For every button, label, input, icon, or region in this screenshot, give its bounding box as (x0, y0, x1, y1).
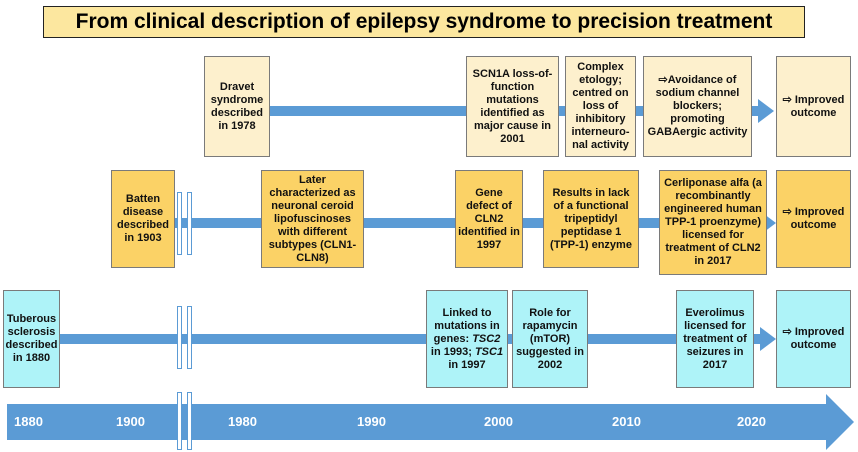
timeline-arrow-shaft (7, 404, 826, 440)
year-label-2000: 2000 (484, 414, 513, 429)
tpp1-enzyme-box: Results in lack of a functional tripepti… (543, 170, 639, 268)
year-label-1980: 1980 (228, 414, 257, 429)
complex-etiology-box: Complex etology; centred on loss of inhi… (565, 56, 636, 157)
everolimus-box: Everolimus licensed for treatment of sei… (676, 290, 754, 388)
batten-described-box: Batten disease described in 1903 (111, 170, 175, 268)
batten-outcome-box: ⇨ Improved outcome (776, 170, 851, 268)
rapamycin-box: Role for rapamycin (mTOR) suggested in 2… (512, 290, 588, 388)
scn1a-mutation-box: SCN1A loss-of-function mutations identif… (466, 56, 559, 157)
cerliponase-box: Cerliponase alfa (a recombinantly engine… (659, 170, 767, 275)
cln2-gene-box: Gene defect of CLN2 identified in 1997 (455, 170, 523, 268)
timeline-arrow-head (826, 394, 854, 450)
dravet-outcome-box: ⇨ Improved outcome (776, 56, 851, 157)
batten-axis-break-2 (187, 192, 192, 255)
tsc-axis-break-1 (177, 306, 182, 369)
year-label-2010: 2010 (612, 414, 641, 429)
tsc-arrow-head (760, 327, 776, 351)
year-label-2020: 2020 (737, 414, 766, 429)
year-label-1900: 1900 (116, 414, 145, 429)
tsc-arrow-shaft (60, 334, 760, 344)
year-label-1880: 1880 (14, 414, 43, 429)
dravet-described-box: Dravet syndrome described in 1978 (204, 56, 270, 157)
timeline-axis-break-1 (177, 392, 182, 450)
tsc-axis-break-2 (187, 306, 192, 369)
timeline-axis-break-2 (187, 392, 192, 450)
tsc-genes-box: Linked to mutations in genes: TSC2 in 19… (426, 290, 508, 388)
tsc-outcome-box: ⇨ Improved outcome (776, 290, 851, 388)
tsc-described-box: Tuberous sclerosis described in 1880 (3, 290, 60, 388)
tsc-genes-text: Linked to mutations in genes: TSC2 in 19… (430, 306, 504, 371)
dravet-arrow-head (758, 99, 774, 123)
sodium-channel-box: ⇨Avoidance of sodium channel blockers; p… (643, 56, 752, 157)
page-title: From clinical description of epilepsy sy… (43, 6, 805, 38)
ncl-subtypes-box: Later characterized as neuronal ceroid l… (261, 170, 364, 268)
batten-axis-break-1 (177, 192, 182, 255)
year-label-1990: 1990 (357, 414, 386, 429)
